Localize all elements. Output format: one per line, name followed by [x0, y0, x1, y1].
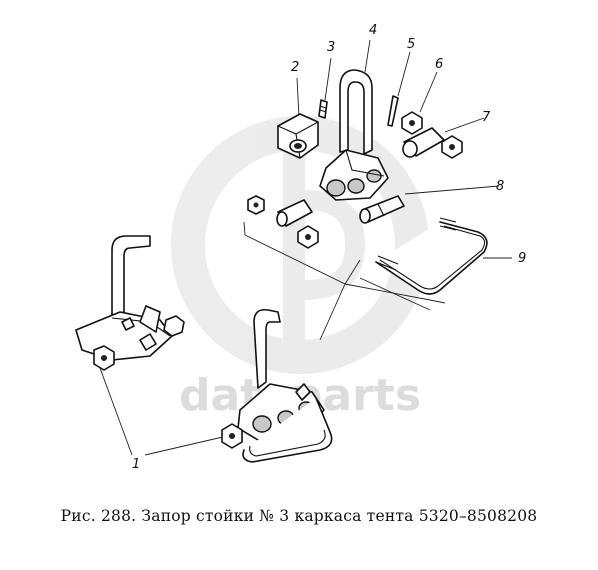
- part-7-sleeve: [402, 127, 463, 159]
- part-3-pin: [318, 99, 328, 119]
- part-9-u-bolt: [375, 217, 488, 295]
- part-5-cotter-pin: [387, 95, 399, 127]
- callout-1: 1: [132, 457, 140, 472]
- callout-2: 2: [291, 60, 299, 75]
- part-8-axle-pin: [359, 195, 405, 224]
- callout-9: 9: [518, 251, 526, 266]
- callout-4: 4: [369, 23, 377, 38]
- part-4-lever: [319, 69, 389, 201]
- callout-labels: 1 2 3 4 5 6 7 8 9: [132, 23, 526, 472]
- assembled-latch-left: [75, 235, 185, 371]
- assembled-latch-right: [221, 308, 333, 463]
- part-6-nut: [401, 111, 423, 135]
- figure-caption: Рис. 288. Запор стойки № 3 каркаса тента…: [60, 507, 538, 525]
- part-2-bracket: [277, 113, 319, 159]
- loose-nuts-bushing: [247, 195, 319, 249]
- callout-6: 6: [435, 57, 443, 72]
- callout-7: 7: [482, 110, 491, 125]
- callout-3: 3: [327, 40, 335, 55]
- callout-5: 5: [407, 37, 415, 52]
- callout-8: 8: [496, 179, 504, 194]
- leader-lines: [99, 39, 512, 456]
